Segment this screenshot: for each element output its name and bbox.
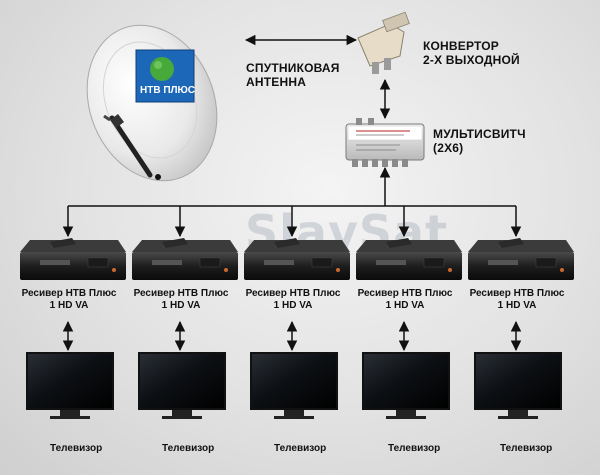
tv-set: [474, 352, 562, 419]
receiver-tv-arrows: [68, 322, 516, 350]
tv-set: [250, 352, 338, 419]
receiver-label: Ресивер НТВ Плюс 1 HD VA: [350, 288, 460, 311]
receivers-row: [20, 238, 574, 280]
tv-label: Телевизор: [388, 443, 440, 455]
tv-set: [362, 352, 450, 419]
receiver-device: [132, 238, 238, 280]
tv-label: Телевизор: [162, 443, 214, 455]
lnb-converter: [358, 12, 409, 74]
receiver-label: Ресивер НТВ Плюс 1 HD VA: [14, 288, 124, 311]
tv-label: Телевизор: [500, 443, 552, 455]
tvs-row: [26, 352, 562, 419]
receiver-label: Ресивер НТВ Плюс 1 HD VA: [462, 288, 572, 311]
receiver-device: [20, 238, 126, 280]
receiver-device: [356, 238, 462, 280]
distribution-lines: [68, 168, 516, 236]
satellite-dish: [65, 6, 240, 201]
receiver-label: Ресивер НТВ Плюс 1 HD VA: [238, 288, 348, 311]
dish-label: СПУТНИКОВАЯ АНТЕННА: [246, 62, 340, 90]
tv-label: Телевизор: [274, 443, 326, 455]
receiver-device: [468, 238, 574, 280]
tv-set: [26, 352, 114, 419]
logo-text: НТВ ПЛЮС: [140, 85, 195, 97]
converter-label: КОНВЕРТОР 2-Х ВЫХОДНОЙ: [423, 40, 520, 68]
receiver-label: Ресивер НТВ Плюс 1 HD VA: [126, 288, 236, 311]
tv-set: [138, 352, 226, 419]
receiver-device: [244, 238, 350, 280]
multiswitch-device: [346, 118, 424, 167]
multiswitch-label: МУЛЬТИСВИТЧ (2Х6): [433, 128, 526, 156]
tv-label: Телевизор: [50, 443, 102, 455]
